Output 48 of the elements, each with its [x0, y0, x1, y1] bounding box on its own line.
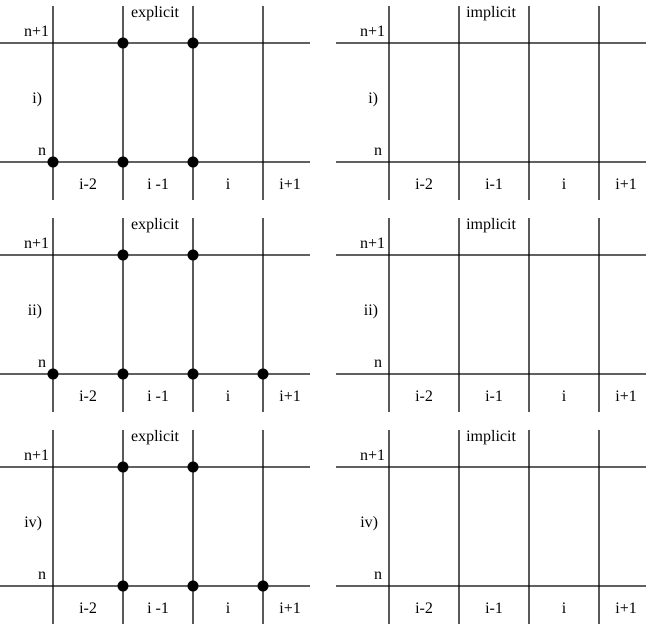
time-level-label: n+1 [360, 236, 385, 252]
panel-title: implicit [464, 429, 518, 445]
time-level-label: n [38, 143, 46, 159]
panel-title: explicit [129, 5, 181, 21]
grid-index-label: i-1 [485, 389, 503, 405]
grid-index-label: i-2 [415, 601, 433, 617]
time-level-label: n [38, 567, 46, 583]
grid-index-label: i-2 [79, 601, 97, 617]
time-level-label: n+1 [24, 448, 49, 464]
grid-index-label: i [562, 177, 566, 193]
time-level-label: n [38, 355, 46, 371]
time-level-label: n+1 [360, 448, 385, 464]
grid-index-label: i-2 [415, 177, 433, 193]
scheme-label: i) [368, 91, 378, 107]
scheme-label: i) [32, 91, 42, 107]
scheme-label: ii) [364, 303, 378, 319]
grid-index-label: i [562, 601, 566, 617]
time-level-label: n [374, 143, 382, 159]
grid-index-label: i+1 [279, 177, 301, 193]
grid-index-label: i -1 [147, 601, 169, 617]
grid-index-label: i-2 [79, 389, 97, 405]
grid-index-label: i-1 [485, 177, 503, 193]
panel-title: implicit [464, 5, 518, 21]
grid-index-label: i -1 [147, 389, 169, 405]
grid-index-label: i+1 [615, 177, 637, 193]
grid-index-label: i+1 [615, 389, 637, 405]
grid-index-label: i [562, 389, 566, 405]
grid-index-label: i [226, 601, 230, 617]
panel-title: implicit [464, 217, 518, 233]
grid-index-label: i -1 [147, 177, 169, 193]
time-level-label: n [374, 567, 382, 583]
scheme-label: ii) [28, 303, 42, 319]
grid-index-label: i-2 [79, 177, 97, 193]
time-level-label: n+1 [24, 24, 49, 40]
scheme-label: iv) [360, 515, 378, 531]
scheme-label: iv) [24, 515, 42, 531]
grid-index-label: i+1 [279, 389, 301, 405]
grid-index-label: i+1 [279, 601, 301, 617]
grid-index-label: i-1 [485, 601, 503, 617]
time-level-label: n+1 [24, 236, 49, 252]
time-level-label: n+1 [360, 24, 385, 40]
panel-title: explicit [129, 217, 181, 233]
grid-index-label: i [226, 389, 230, 405]
time-level-label: n [374, 355, 382, 371]
panel-title: explicit [129, 429, 181, 445]
grid-index-label: i+1 [615, 601, 637, 617]
grid-index-label: i [226, 177, 230, 193]
grid-index-label: i-2 [415, 389, 433, 405]
